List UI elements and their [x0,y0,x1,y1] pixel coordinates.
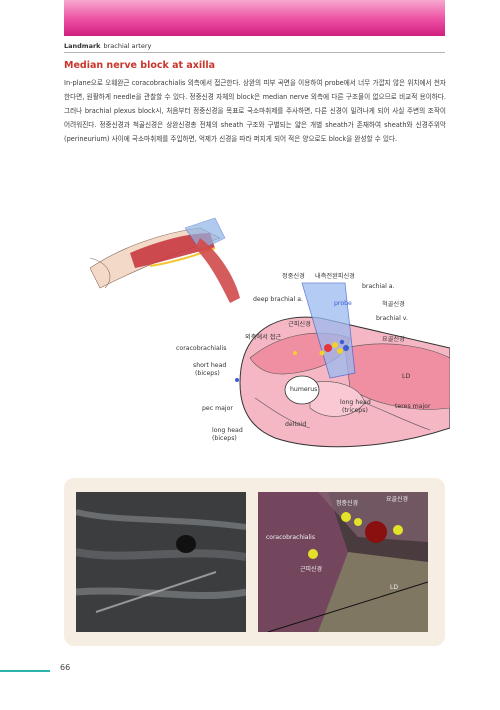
footer-line [0,670,50,672]
landmark-label: Landmark [64,42,101,50]
label-deltoid: deltoid [285,421,306,428]
label-coracobrachialis: coracobrachialis [176,345,226,352]
label-long-head-triceps: long head [340,399,371,406]
section-title: Median nerve block at axilla [64,60,216,71]
label-ulnar: 척골신경 [382,300,405,308]
label-ld: LD [402,373,410,380]
ultrasound-raw-image [76,492,246,632]
figure-labels: 정중신경 내측전완피신경 brachial a. deep brachial a… [176,272,431,442]
label-biceps-1: (biceps) [195,370,220,377]
page-number: 66 [60,663,71,672]
us-label-radial: 요골신경 [386,496,409,503]
label-med-cutaneous: 내측전완피신경 [315,272,355,280]
us-label-ld: LD [390,584,398,591]
us-label-coracobrachialis: coracobrachialis [266,534,315,541]
label-pec-major: pec major [202,405,233,412]
body-paragraph: In-plane으로 오훼완근 coracobrachialis 외측에서 접근… [64,79,446,143]
ultrasound-annotated-texture [258,492,428,632]
ultrasound-annotated-image: 정중신경 요골신경 coracobrachialis 근피신경 LD [258,492,428,632]
label-humerus: humerus [290,386,317,393]
label-teres-major: teres major [395,403,431,410]
label-deep-brachial: deep brachial a. [253,296,303,303]
arm-illustration [90,217,240,303]
us-label-musculocutaneous: 근피신경 [300,566,323,573]
label-musculocutaneous: 근피신경 [288,320,311,328]
label-radial: 요골신경 [382,335,405,343]
label-biceps-2: (biceps) [212,435,237,442]
label-triceps: (triceps) [342,407,368,414]
ultrasound-raw-texture [76,492,246,632]
axilla-cross-section-figure: 정중신경 내측전완피신경 brachial a. deep brachial a… [90,217,450,448]
label-long-head-biceps: long head [212,427,243,434]
label-short-head: short head [193,362,226,369]
landmark-value: brachial artery [103,42,152,50]
cross-section [235,282,450,448]
label-brachial-vein: brachial v. [376,315,408,322]
label-median: 정중신경 [282,272,305,280]
us-label-median: 정중신경 [336,500,359,507]
header-band [64,0,445,36]
label-approach: 외측에서 접근 [245,333,281,341]
label-probe: probe [334,300,352,307]
label-brachial-artery: brachial a. [362,283,395,290]
